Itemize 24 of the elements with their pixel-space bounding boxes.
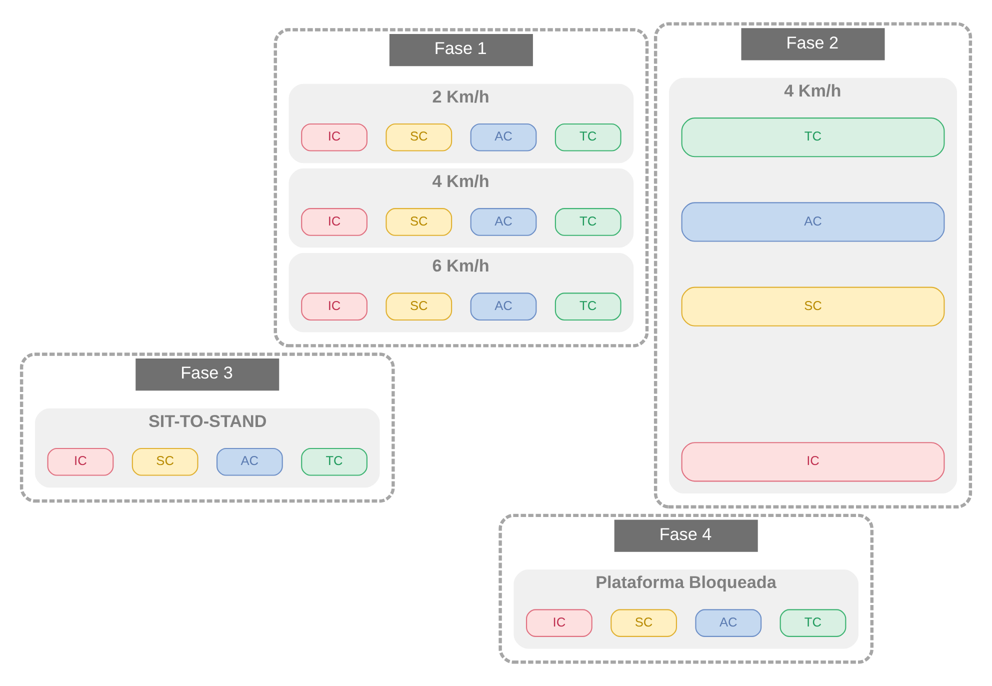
node-box: AC <box>216 448 283 476</box>
node-box: TC <box>554 292 622 321</box>
node-box: TC <box>554 123 622 152</box>
node-box: IC <box>301 292 368 321</box>
node-box: IC <box>526 609 592 637</box>
node-box: AC <box>470 123 537 152</box>
node-box: SC <box>132 448 198 476</box>
node-box: AC <box>470 292 537 321</box>
node-box: AC <box>470 208 537 236</box>
node-box: SC <box>610 609 677 637</box>
node-box: SC <box>386 123 452 152</box>
node-box: IC <box>301 123 368 152</box>
node-box: SC <box>386 292 452 321</box>
node-box: SC <box>681 286 945 326</box>
node-box: IC <box>681 442 945 482</box>
node-box: TC <box>301 448 368 476</box>
node-box: IC <box>47 448 114 476</box>
node-box: TC <box>681 118 945 158</box>
node-box: TC <box>780 609 846 637</box>
node-box: TC <box>554 208 622 236</box>
node-box: AC <box>681 202 945 242</box>
node-box: IC <box>301 208 368 236</box>
node-box: AC <box>695 609 762 637</box>
node-box: SC <box>386 208 452 236</box>
